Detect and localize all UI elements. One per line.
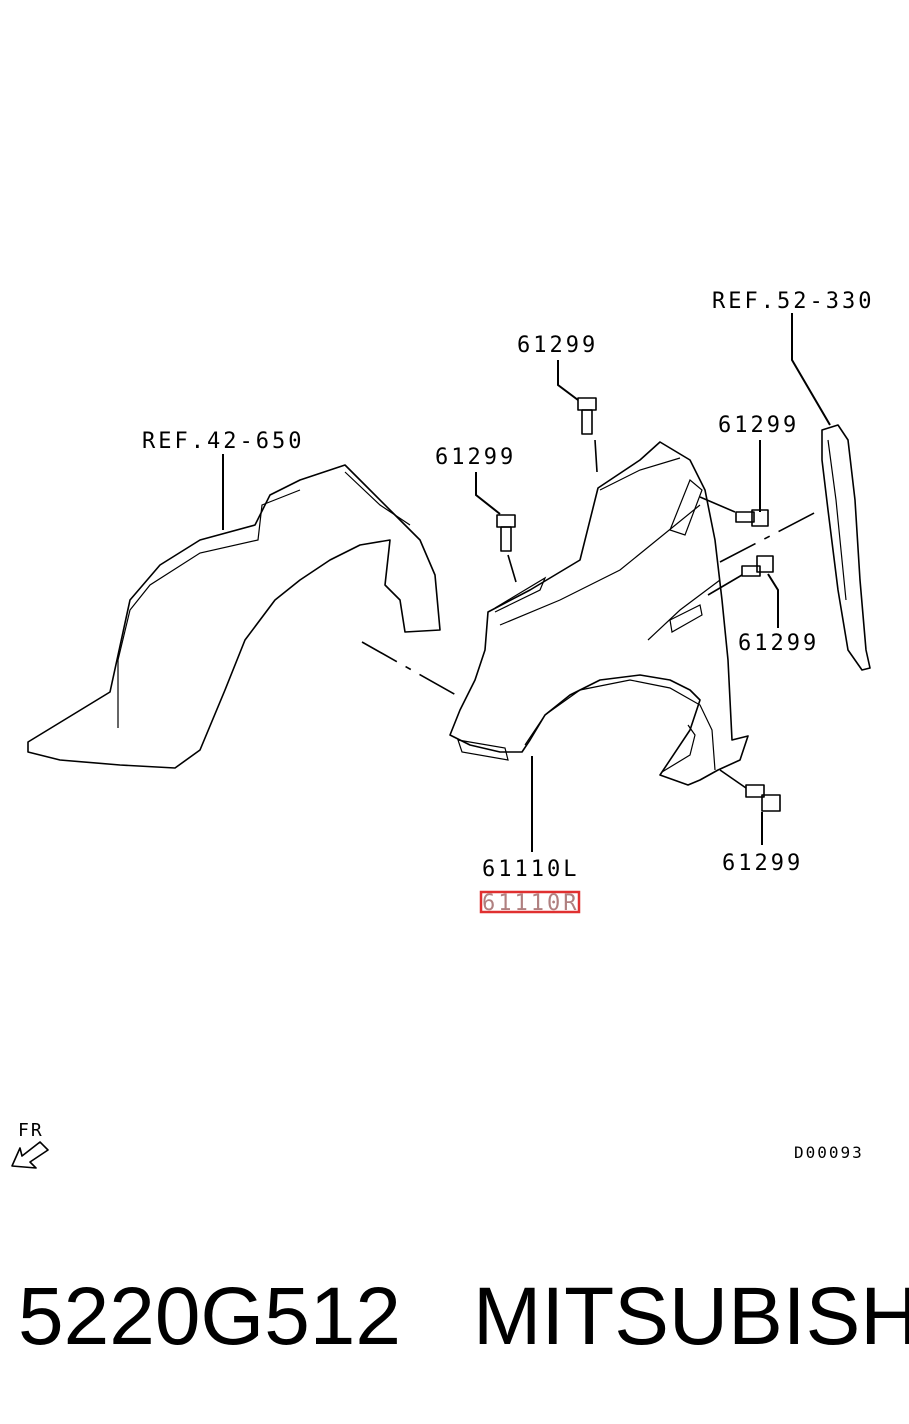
bolt-bottom-icon <box>745 784 781 812</box>
bolt-top-icon <box>577 397 597 435</box>
part-number: 5220G512 <box>18 1271 402 1362</box>
diagram-code: D00093 <box>794 1143 864 1162</box>
fender-right-label: 61110R <box>482 891 579 916</box>
front-arrow-icon <box>11 1141 49 1169</box>
bolt-mid-left-icon <box>496 514 516 552</box>
fender-right-highlight-box <box>479 890 581 914</box>
fender-left-label: 61110L <box>482 857 579 882</box>
bolt-mid-left-label: 61299 <box>435 445 516 470</box>
front-fender <box>449 441 749 786</box>
bolt-top-label: 61299 <box>517 333 598 358</box>
bolt-bottom-label: 61299 <box>722 851 803 876</box>
caption: 5220G512 MITSUBISHI <box>18 1262 909 1372</box>
bolt-right-icon <box>741 555 774 577</box>
fender-liner <box>27 464 441 769</box>
ref-pillar-label: REF.52-330 <box>712 289 874 314</box>
ref-liner-label: REF.42-650 <box>142 429 304 454</box>
direction-label: FR <box>18 1120 44 1141</box>
bolt-upper-right-label: 61299 <box>718 413 799 438</box>
bolt-upper-right-icon <box>735 509 769 527</box>
bolt-right-label: 61299 <box>738 631 819 656</box>
leader-lines <box>222 313 831 852</box>
pillar-cover <box>821 424 871 671</box>
brand-name: MITSUBISHI <box>473 1271 909 1362</box>
assembly-lines <box>361 439 821 789</box>
